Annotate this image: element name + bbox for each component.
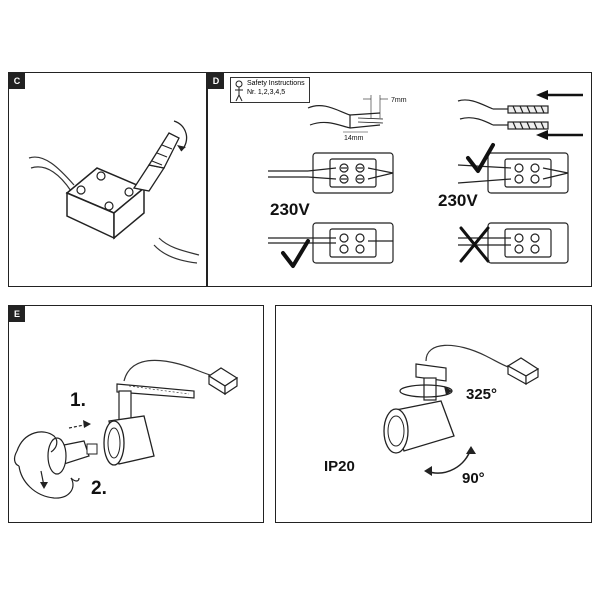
panel-d: D Safety Instructions Nr. 1,2,3,4,5 7mm … <box>207 72 592 287</box>
screwdriver-icon <box>132 132 180 192</box>
junction-box-small <box>207 367 239 396</box>
person-safety-icon <box>235 80 243 102</box>
stripped-cable <box>307 95 388 133</box>
screw-icon <box>76 185 86 195</box>
junction-box-illustration <box>28 120 200 264</box>
safety-title: Safety Instructions <box>247 80 305 87</box>
terminal-block-icon <box>487 152 569 194</box>
hand-icon <box>13 431 80 499</box>
panel-c-tag: C <box>9 73 25 89</box>
checkmark-icon <box>281 239 310 268</box>
lamp-adjust-illustration <box>383 344 540 476</box>
voltage-right: 230V <box>438 191 478 210</box>
ip-rating-label: IP20 <box>324 458 355 475</box>
lamp-install-illustration <box>13 359 239 499</box>
terminal-block-icon <box>312 222 394 264</box>
insulation-length-label: 14mm <box>344 135 364 142</box>
wiring-illustration <box>268 90 583 268</box>
safety-instructions-box: Safety Instructions Nr. 1,2,3,4,5 <box>230 77 310 103</box>
screw-icon <box>96 171 106 181</box>
screw-icon <box>124 187 134 197</box>
tilt-label: 90° <box>462 470 485 487</box>
step-1-label: 1. <box>70 390 86 411</box>
panel-e: E 1. 2. <box>8 305 264 523</box>
rotate-label: 325° <box>466 386 498 403</box>
lamp-spot-icon <box>103 415 155 466</box>
step-2-label: 2. <box>91 478 107 499</box>
terminal-block-icon <box>487 222 569 264</box>
strip-length-label: 7mm <box>391 97 407 104</box>
lamp-spot-icon <box>383 400 455 454</box>
panel-c: C <box>8 72 207 287</box>
panel-f: 325° IP20 90° <box>275 305 592 523</box>
panel-d-tag: D <box>208 73 224 89</box>
junction-box-small <box>506 357 540 386</box>
voltage-left: 230V <box>270 200 310 219</box>
checkmark-icon <box>466 143 495 173</box>
arrow-left-icon <box>536 130 583 140</box>
panel-e-tag: E <box>9 306 25 322</box>
cross-icon <box>459 226 490 263</box>
safety-numbers: Nr. 1,2,3,4,5 <box>247 89 286 96</box>
screw-icon <box>104 201 114 211</box>
arrow-left-icon <box>536 90 583 100</box>
terminal-block-icon <box>312 152 394 194</box>
bulb-icon <box>47 437 98 475</box>
